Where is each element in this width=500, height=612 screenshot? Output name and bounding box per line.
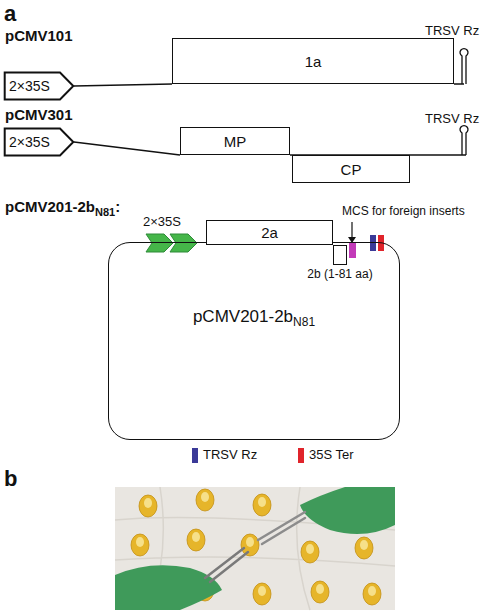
element-label: TRSV Rz (425, 112, 479, 127)
seed-photo (115, 487, 395, 610)
construct-name: pCMV201-2bN81: (5, 198, 120, 219)
promoter-chevron (170, 234, 197, 252)
box-text: MP (224, 133, 247, 150)
gene-box: CP (292, 155, 410, 183)
legend-swatch (192, 448, 198, 463)
box-text: 1a (305, 53, 322, 70)
mcs-bar (349, 243, 356, 258)
legend-swatch (298, 448, 304, 463)
legend-text: 35S Ter (309, 448, 354, 463)
construct-name-part: pCMV201-2b (5, 198, 95, 215)
box-text: CP (341, 161, 362, 178)
genome-line (74, 84, 172, 86)
subscript-text: N81 (293, 315, 315, 329)
element-label: TRSV Rz (425, 24, 479, 39)
gene-box: 2a (206, 220, 333, 245)
box-text: 2×35S (9, 134, 50, 150)
genome-line (74, 142, 180, 155)
construct-name-part: : (115, 198, 120, 215)
promoter-box: 2×35S (4, 72, 74, 100)
subscript-text: N81 (95, 206, 115, 218)
insert-site-label: MCS for foreign inserts (342, 205, 465, 219)
construct-name: pCMV301 (5, 106, 73, 123)
legend-text: TRSV Rz (203, 448, 257, 463)
box-text: 2a (261, 224, 278, 241)
gene-box: MP (180, 127, 290, 155)
ribozyme-bar (370, 235, 376, 251)
panel-letter: b (4, 466, 17, 491)
promoter-box: 2×35S (4, 128, 74, 156)
promoter-label: 2×35S (143, 215, 181, 230)
gene-box: 1a (172, 38, 454, 84)
gene-box: 2b (1-81 aa) (333, 245, 347, 265)
panel-letter: a (4, 1, 16, 26)
plasmid-name-part: pCMV201-2b (193, 307, 293, 326)
ribozyme-hairpin (460, 126, 468, 155)
terminator-bar (378, 235, 384, 251)
plasmid-name: pCMV201-2bN81 (193, 307, 315, 329)
promoter-chevron (146, 234, 173, 252)
construct-name: pCMV101 (5, 27, 73, 44)
pointer-arrow (351, 222, 352, 238)
box-text: 2×35S (9, 78, 50, 94)
ribozyme-hairpin (460, 49, 468, 84)
box-text: 2b (1-81 aa) (307, 267, 372, 281)
